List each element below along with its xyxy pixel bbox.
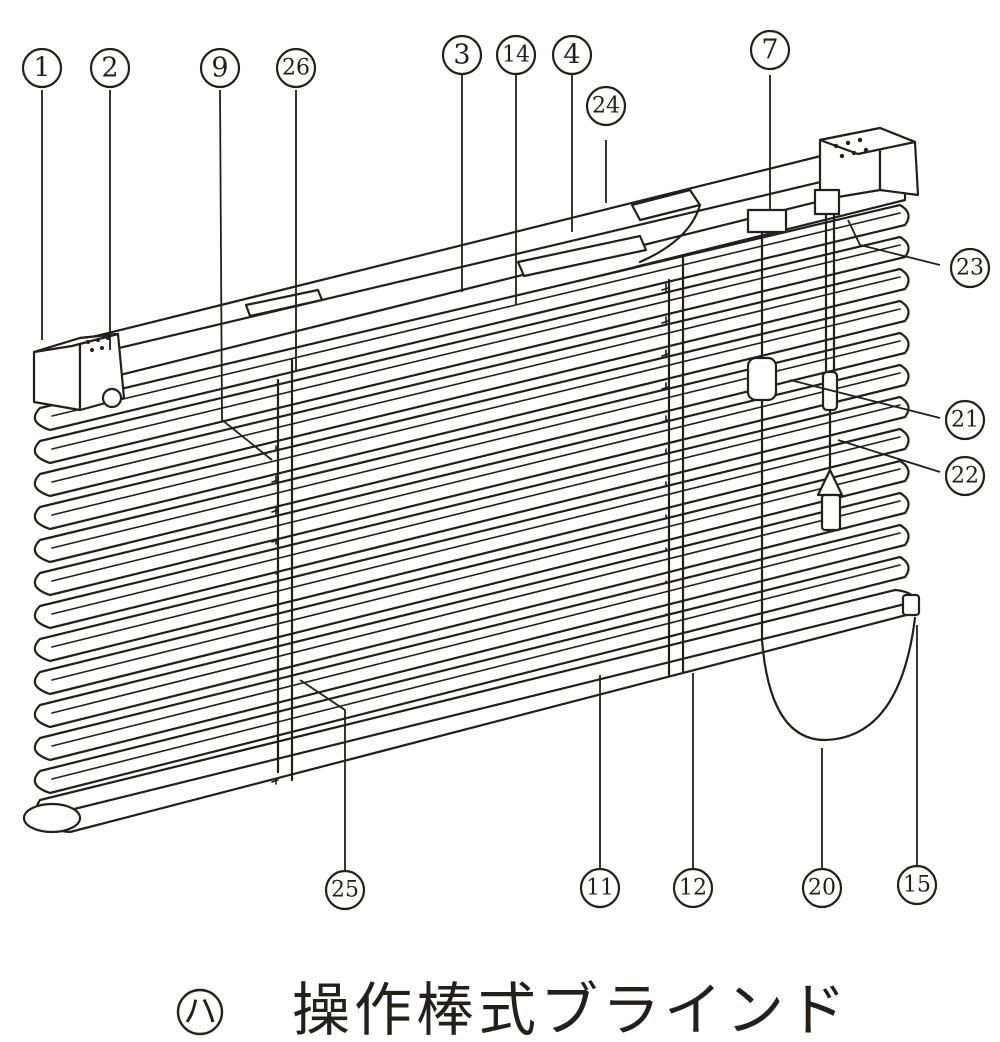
slat xyxy=(33,299,910,531)
callout-9-label: 9 xyxy=(211,53,228,84)
slat-edge xyxy=(51,372,901,582)
callout-7: 7 xyxy=(749,29,791,71)
callout-4: 4 xyxy=(551,34,593,76)
callout-22: 22 xyxy=(944,455,986,497)
slat xyxy=(33,203,910,432)
callout-3: 3 xyxy=(441,34,483,76)
slat xyxy=(33,395,910,630)
tilt-mechanism xyxy=(630,188,841,264)
bottom-rail xyxy=(22,588,920,834)
ladder-cord-left xyxy=(276,358,294,782)
callout-26-label: 26 xyxy=(282,56,310,81)
ladder-rung xyxy=(661,283,669,293)
callout-25-label: 25 xyxy=(331,878,359,903)
slat xyxy=(33,363,910,597)
slat-edge xyxy=(51,404,901,615)
callout-20: 20 xyxy=(801,867,843,909)
leader-lines xyxy=(41,75,941,870)
callout-21-label: 21 xyxy=(951,408,979,433)
callout-1: 1 xyxy=(21,47,63,89)
slat-edge xyxy=(51,500,901,714)
callout-1-label: 1 xyxy=(33,53,50,84)
callout-20-label: 20 xyxy=(808,876,836,901)
callout-3-label: 3 xyxy=(453,40,470,71)
callout-9: 9 xyxy=(199,47,241,89)
callout-25: 25 xyxy=(324,869,366,911)
callout-23-label: 23 xyxy=(956,256,984,281)
callout-26: 26 xyxy=(275,47,317,89)
cord-equalizer xyxy=(746,356,778,402)
slat-edge xyxy=(51,532,901,747)
bottom-end-cap xyxy=(901,593,921,617)
lift-cord xyxy=(760,230,917,742)
callout-11-label: 11 xyxy=(586,876,614,901)
slat xyxy=(33,427,910,663)
slat xyxy=(33,331,910,564)
callout-12-label: 12 xyxy=(679,876,707,901)
slat-edge xyxy=(51,212,901,417)
head-rail-details xyxy=(244,234,648,318)
callout-15: 15 xyxy=(896,864,938,906)
caption-mark: ハ xyxy=(183,992,217,1032)
callout-21: 21 xyxy=(944,399,986,441)
slat-edge xyxy=(51,436,901,648)
callout-4-label: 4 xyxy=(563,40,580,71)
callout-23: 23 xyxy=(949,247,991,289)
right-bracket xyxy=(818,126,920,202)
slat xyxy=(33,555,910,795)
slat xyxy=(33,491,910,729)
callout-12: 12 xyxy=(672,867,714,909)
ladder-cord-right xyxy=(667,253,685,678)
callout-2: 2 xyxy=(89,47,131,89)
caption-title: 操作棒式ブラインド xyxy=(292,976,850,1042)
slat xyxy=(33,459,910,696)
callout-14: 14 xyxy=(495,34,537,76)
callout-2-label: 2 xyxy=(101,53,118,84)
left-bracket xyxy=(32,332,126,412)
callout-14-label: 14 xyxy=(502,43,530,68)
callout-15-label: 15 xyxy=(903,873,931,898)
slat xyxy=(33,267,910,498)
slat-edge xyxy=(51,276,901,483)
callout-7-label: 7 xyxy=(761,35,778,66)
callout-24-label: 24 xyxy=(592,94,620,119)
slat-edge xyxy=(51,244,901,450)
callout-24: 24 xyxy=(585,85,627,127)
callouts: 1 2 9 26 3 14 4 24 xyxy=(21,29,991,911)
callout-22-label: 22 xyxy=(951,464,979,489)
caption: ハ 操作棒式ブラインド xyxy=(176,976,850,1042)
slat xyxy=(33,523,910,762)
slat-edge xyxy=(51,564,901,780)
callout-11: 11 xyxy=(579,867,621,909)
slat-edge xyxy=(51,308,901,516)
slat-edge xyxy=(51,468,901,681)
